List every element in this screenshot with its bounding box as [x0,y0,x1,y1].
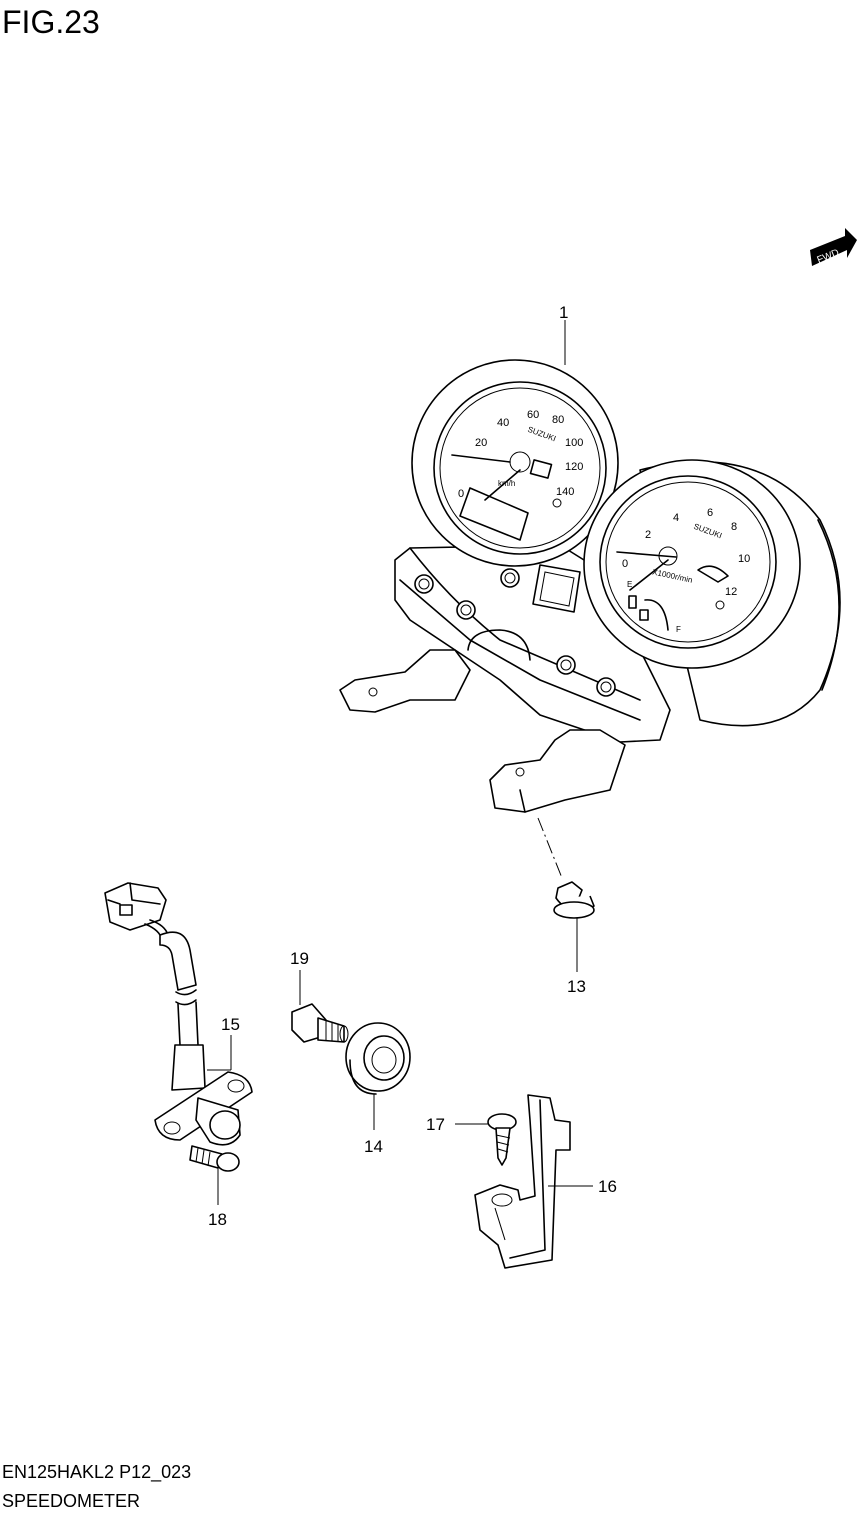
tapping-screw-17 [487,1113,517,1166]
speedo-tick-20: 20 [475,437,487,449]
screw-19 [291,1003,349,1043]
bushing-14 [345,1022,411,1095]
speedo-tick-140: 140 [556,486,574,498]
fwd-arrow-icon: FWD [810,228,857,266]
figure-title: FIG.23 [2,4,100,40]
model-code: EN125HAKL2 P12_023 [2,1462,192,1482]
callout-16: 16 [598,1177,617,1196]
speedo-tick-80: 80 [552,414,564,426]
callout-1: 1 [559,303,568,322]
tach-tick-0: 0 [622,558,628,570]
speedo-tick-40: 40 [497,417,509,429]
bolt-13 [553,881,595,919]
callout-14: 14 [364,1137,383,1156]
tach-tick-12: 12 [725,586,737,598]
callout-18: 18 [208,1210,227,1229]
fuel-empty-label: E [627,580,632,589]
callout-13: 13 [567,977,586,996]
callout-19: 19 [290,949,309,968]
speed-sensor-15 [104,882,253,1146]
tach-tick-10: 10 [738,553,750,565]
bracket-16 [474,1094,571,1269]
meter-assembly: 0 20 40 60 80 100 120 140 SUZUKI km/h [339,359,841,813]
speedo-tick-120: 120 [565,461,583,473]
tach-tick-4: 4 [673,512,679,524]
speedo-tick-100: 100 [565,437,583,449]
fuel-full-label: F [676,625,681,634]
speedo-tick-0: 0 [458,488,464,500]
callout-15: 15 [221,1015,240,1034]
screw-18 [189,1145,240,1172]
assembly-name: SPEEDOMETER [2,1491,141,1511]
speedo-tick-60: 60 [527,409,539,421]
tach-tick-6: 6 [707,507,713,519]
tach-tick-8: 8 [731,521,737,533]
speedometer-dial: 0 20 40 60 80 100 120 140 SUZUKI km/h [411,359,619,567]
tachometer-dial: 0 2 4 6 8 10 12 SUZUKI X1000r/min E F [583,459,801,669]
tach-tick-2: 2 [645,529,651,541]
callout-17: 17 [426,1115,445,1134]
speedo-unit: km/h [498,479,515,488]
